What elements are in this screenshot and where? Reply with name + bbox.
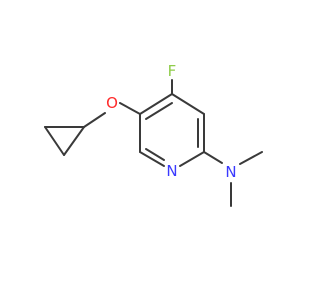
bond-namine-me1 [239,151,263,165]
molecule-diagram: F O N N [44,62,263,207]
bond-n1-c6 [139,151,165,167]
bond-c2-namine [203,151,223,164]
atom-label-fluorine: F [168,62,177,80]
bond-c5-c4 [139,93,173,115]
bond-o-c5 [119,102,141,115]
atom-label-oxygen: O [106,94,118,112]
bond-cp-o [83,112,106,128]
bond-c2-n1 [179,151,205,167]
bond-c5-c4-inner [145,102,173,120]
bond-n1-c6-inner [145,148,165,161]
bond-cp-2 [44,126,65,156]
atom-label-ring-nitrogen: N [166,162,177,180]
bond-c4-c3 [171,93,205,115]
atom-label-amine-nitrogen: N [225,163,236,181]
bond-cp-3 [63,126,85,156]
